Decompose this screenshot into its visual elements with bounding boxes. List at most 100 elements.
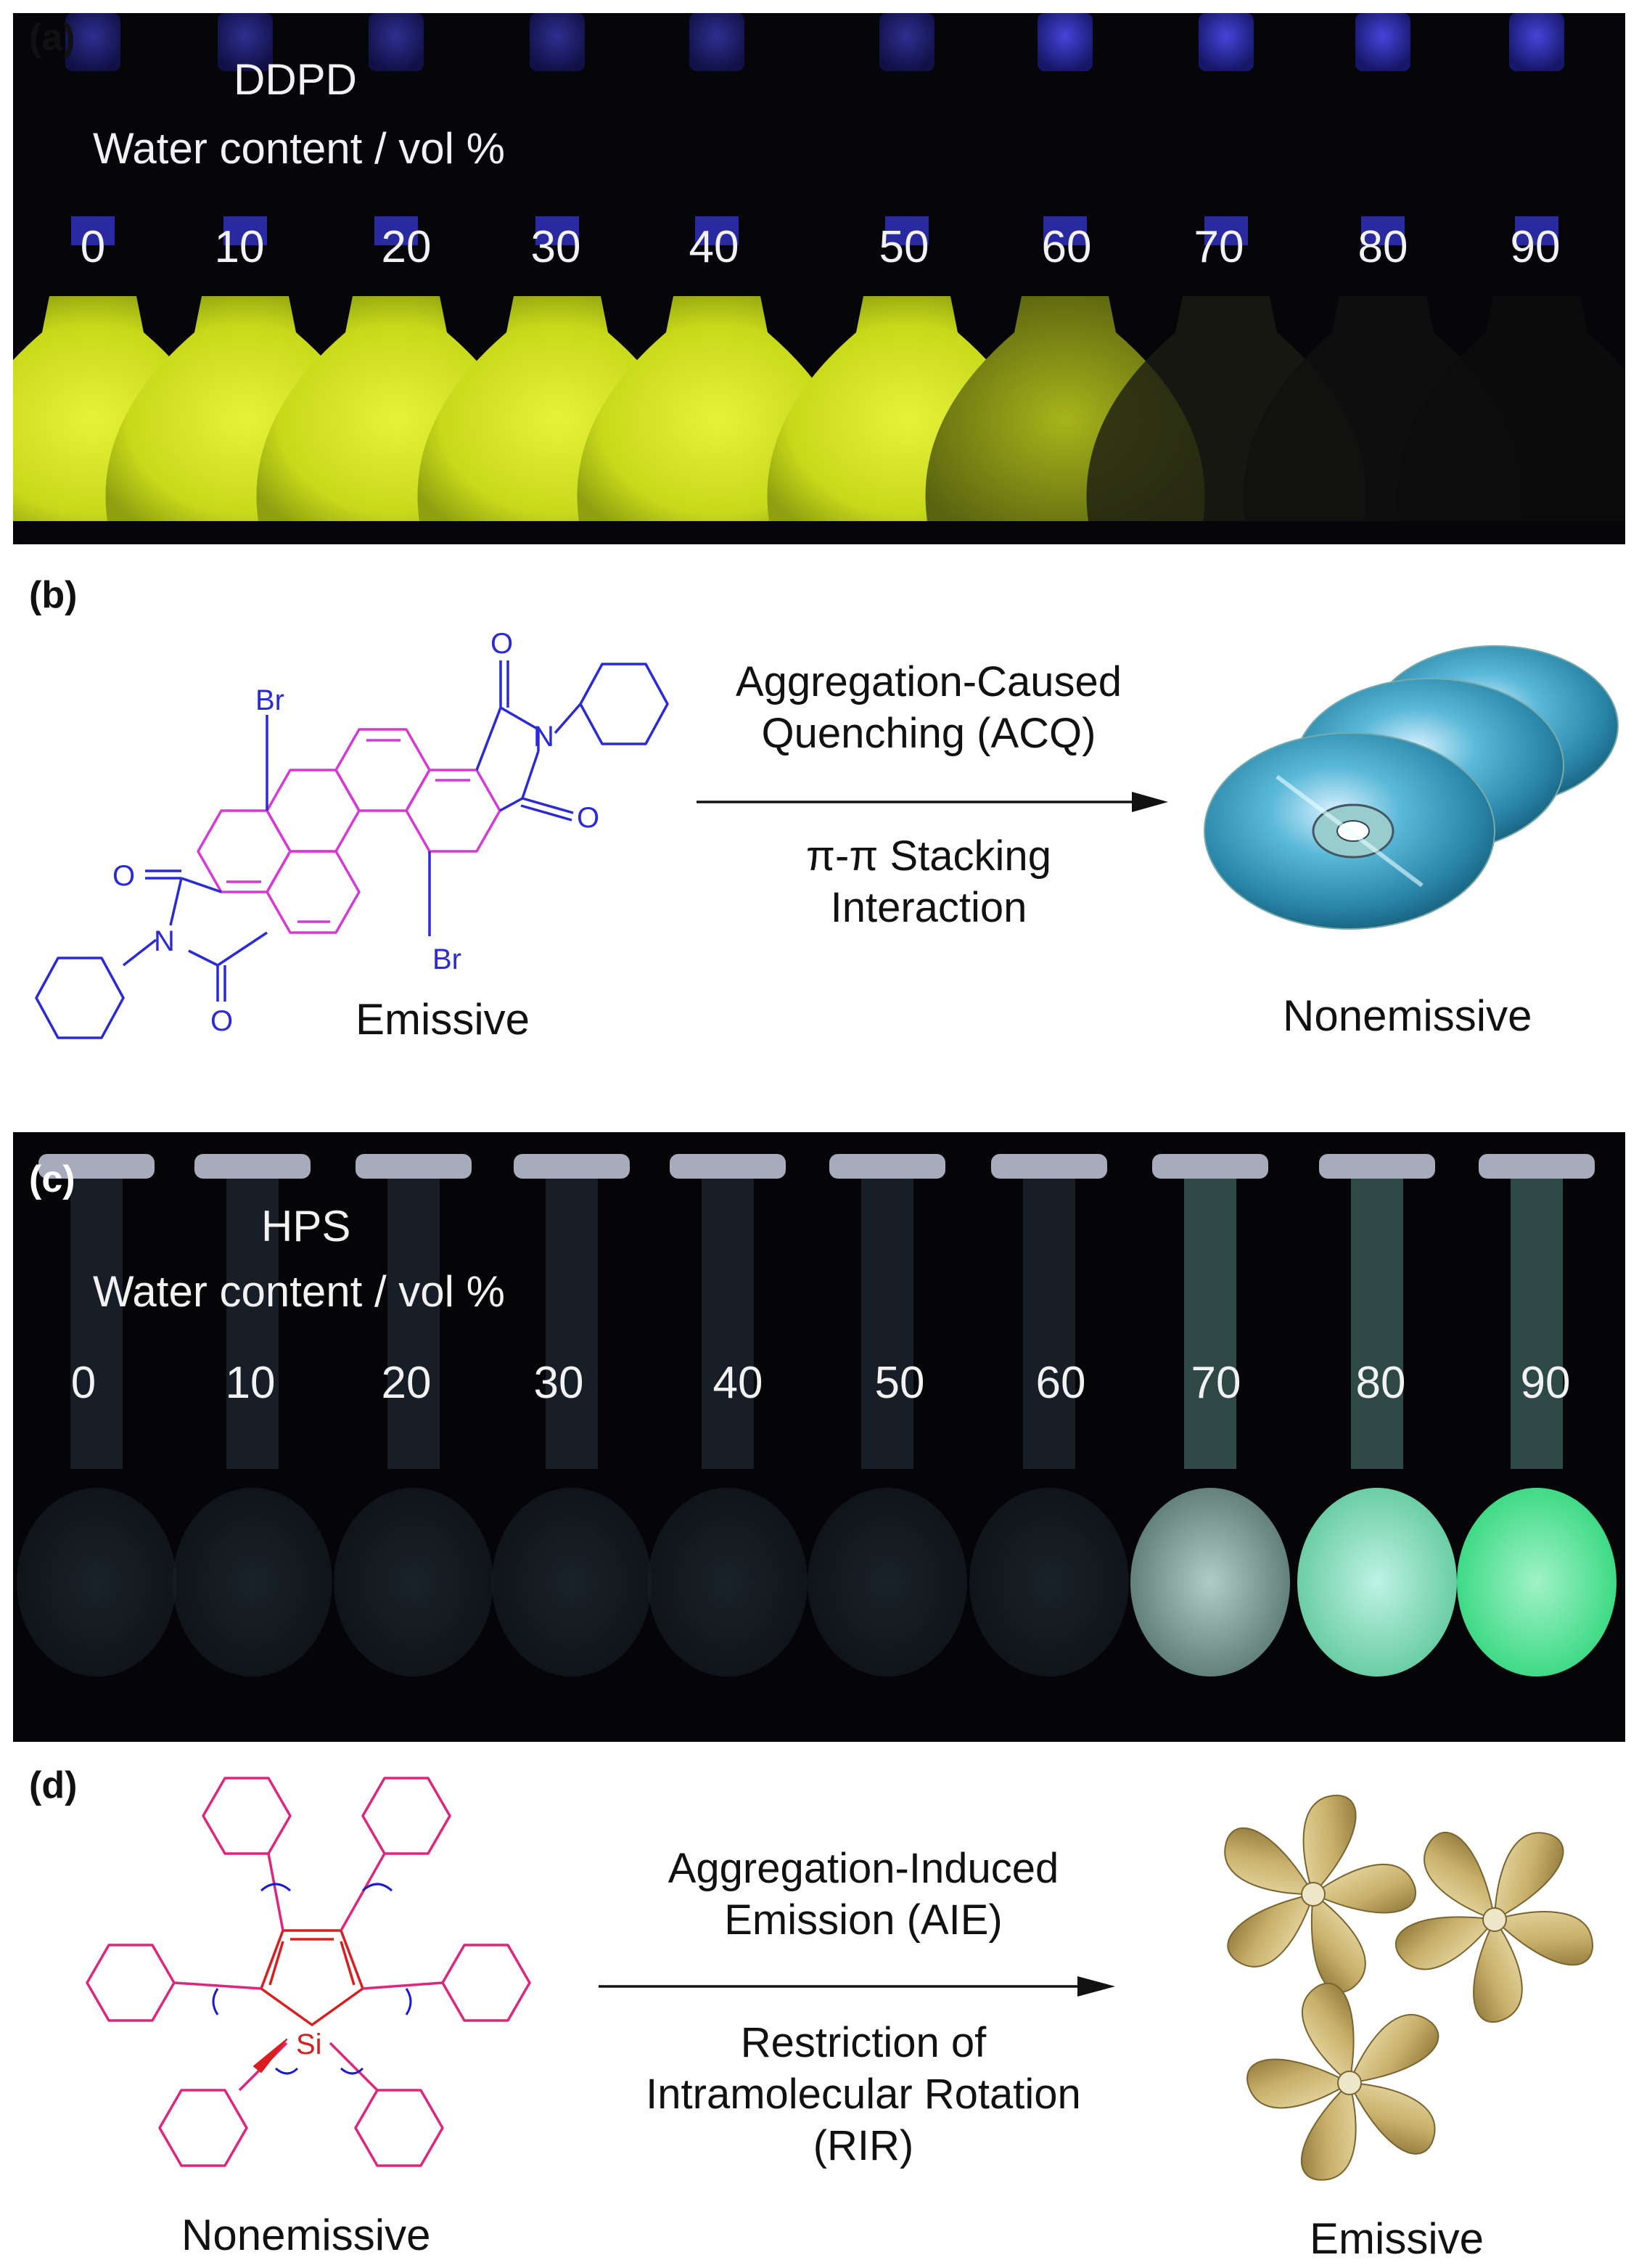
imide-groups (35, 660, 669, 1039)
hps-flask-bulb-3 (492, 1488, 652, 1677)
panel-d-right-caption: Emissive (1310, 2214, 1484, 2263)
panel-c-water-content-1: 10 (225, 1358, 276, 1408)
propeller-1-blade-3 (1424, 1831, 1496, 1921)
panel-b-arrow (697, 792, 1168, 812)
hps-flask-neck-0 (70, 1179, 123, 1469)
panel-a-water-content-6: 60 (1041, 222, 1092, 272)
panel-a-water-content-0: 0 (80, 222, 106, 272)
panel-a-water-content-9: 90 (1510, 222, 1561, 272)
hps-flask-4 (648, 1154, 808, 1677)
hps-flask-stopper-2 (356, 1154, 472, 1179)
panel-c-label: (c) (29, 1158, 75, 1200)
panel-b-label: (b) (29, 574, 78, 616)
panel-c-water-content-8: 80 (1355, 1358, 1406, 1408)
propeller-2-blade-0 (1348, 2081, 1436, 2155)
propeller-1-hub (1482, 1907, 1507, 1932)
cd-disc-front (1204, 732, 1495, 930)
panel-b-arrow-top-line-2: Quenching (ACQ) (761, 709, 1096, 757)
hps-flask-bulb-4 (648, 1488, 808, 1677)
hps-flask-bulb-0 (17, 1488, 176, 1677)
panel-a-water-content-4: 40 (689, 222, 739, 272)
hps-flask-neck-1 (226, 1179, 279, 1469)
propeller-1-blade-0 (1493, 1911, 1593, 1966)
hps-flask-stopper-6 (991, 1154, 1107, 1179)
hps-flask-stopper-0 (38, 1154, 155, 1179)
propellers-image (1224, 1794, 1593, 2181)
panel-a-water-content-1: 10 (214, 222, 265, 272)
panel-c-water-content-4: 40 (712, 1358, 763, 1408)
propeller-0-blade-2 (1227, 1893, 1315, 1968)
atom-o-left: O (112, 860, 135, 892)
hps-flask-0 (17, 1154, 176, 1677)
hps-flask-stopper-4 (670, 1154, 786, 1179)
atom-o-bottom: O (210, 1005, 233, 1037)
phenyl-rings (86, 1777, 531, 2167)
hps-flask-neck-4 (702, 1179, 754, 1469)
hps-flask-neck-3 (546, 1179, 598, 1469)
ddpd-flask-cap-7 (1199, 13, 1254, 71)
panel-c-compound-name: HPS (261, 1202, 351, 1250)
ddpd-flask-cap-2 (369, 13, 424, 71)
panel-b-right-caption: Nonemissive (1283, 991, 1532, 1040)
hps-flask-neck-5 (861, 1179, 913, 1469)
hps-flask-5 (808, 1154, 967, 1677)
ddpd-flask-cap-1 (218, 13, 273, 71)
panel-d-arrow-bottom-text: Restriction of Intramolecular Rotation (… (580, 2018, 1146, 2171)
atom-br-top: Br (255, 684, 284, 716)
perylene-core (197, 728, 501, 934)
panel-a-photo (13, 13, 1625, 544)
hps-flask-6 (969, 1154, 1129, 1677)
hps-flask-bulb-5 (808, 1488, 967, 1677)
hps-structure: Si (86, 1777, 531, 2167)
propeller-1-blade-1 (1473, 1918, 1523, 2023)
hps-flask-bulb-8 (1297, 1488, 1457, 1677)
panel-b-arrow-top-text: Aggregation-Caused Quenching (ACQ) (675, 657, 1183, 760)
panel-a-water-content-3: 30 (530, 222, 581, 272)
ddpd-flask-collar-4 (695, 216, 739, 245)
ddpd-flask-collar-6 (1043, 216, 1087, 245)
panel-b-arrow-top-line-1: Aggregation-Caused (735, 658, 1122, 705)
hps-flask-neck-8 (1351, 1179, 1403, 1469)
panel-d-arrow-bottom-line-3: (RIR) (813, 2121, 914, 2169)
hps-flask-bulb-7 (1130, 1488, 1290, 1677)
ddpd-structure: Br Br O O O O N N (35, 628, 669, 1039)
hps-flask-stopper-3 (514, 1154, 630, 1179)
panel-c-water-content-6: 60 (1035, 1358, 1086, 1408)
panel-c-axis-caption: Water content / vol % (93, 1267, 506, 1316)
hps-flask-series (17, 1154, 1617, 1677)
panel-a-water-content-2: 20 (381, 222, 432, 272)
hps-flask-neck-2 (387, 1179, 440, 1469)
propeller-2-blade-4 (1348, 2013, 1439, 2084)
propeller-0-hub (1301, 1882, 1326, 1907)
panel-c-water-content-7: 70 (1191, 1358, 1241, 1408)
ddpd-flask-cap-6 (1038, 13, 1093, 71)
propeller-1-blade-4 (1493, 1832, 1564, 1921)
panel-a-water-content-7: 70 (1194, 222, 1244, 272)
ddpd-flask-collar-8 (1361, 216, 1405, 245)
panel-a-water-content-5: 50 (879, 222, 929, 272)
rotation-arrows (212, 1883, 412, 2075)
panel-b-arrow-bottom-line-2: Interaction (830, 883, 1027, 931)
panel-d-arrow (599, 1976, 1115, 1997)
propeller-2-hub (1337, 2071, 1362, 2095)
propeller-0-blade-0 (1312, 1863, 1417, 1914)
propeller-0-blade-4 (1302, 1794, 1357, 1896)
ddpd-flask-collar-5 (885, 216, 929, 245)
propeller-0-blade-1 (1310, 1893, 1366, 1993)
panel-a-axis-caption: Water content / vol % (93, 124, 506, 173)
wedge-bond (253, 2039, 287, 2073)
hps-flask-neck-7 (1184, 1179, 1236, 1469)
stacked-cd-discs-image (1204, 645, 1619, 930)
ddpd-flask-collar-7 (1204, 216, 1248, 245)
panel-c-water-content-9: 90 (1520, 1358, 1571, 1408)
ddpd-flask-9 (1397, 13, 1625, 521)
hps-flask-9 (1457, 1154, 1617, 1677)
ddpd-flask-body-9 (1397, 296, 1625, 521)
hps-flask-bulb-2 (334, 1488, 493, 1677)
panel-c-water-content-2: 20 (381, 1358, 432, 1408)
panel-c-water-content-0: 0 (70, 1358, 96, 1408)
ddpd-flask-cap-3 (530, 13, 585, 71)
hps-flask-stopper-9 (1479, 1154, 1595, 1179)
hps-flask-bulb-1 (173, 1488, 332, 1677)
hps-flask-2 (334, 1154, 493, 1677)
